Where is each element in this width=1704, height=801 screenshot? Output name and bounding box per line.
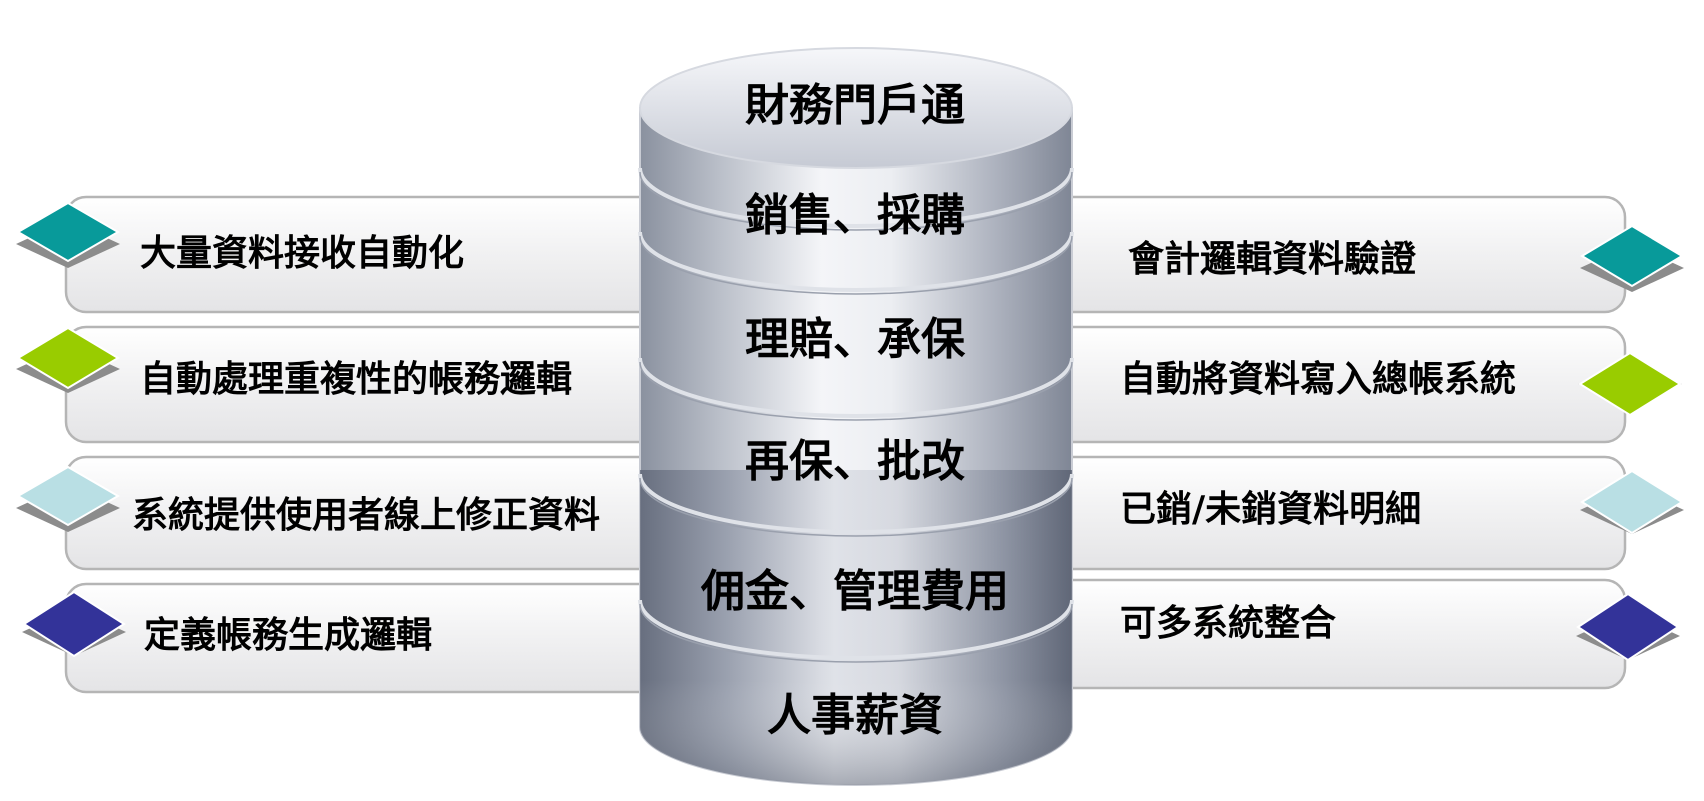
right-feature-label-3: 可多系統整合 [1120, 603, 1337, 644]
diamond-icon [1578, 351, 1682, 417]
layer-label-2: 理賠、承保 [745, 314, 965, 365]
layer-label-5: 人事薪資 [767, 690, 943, 741]
diamond-icon [1580, 469, 1684, 535]
left-diamonds [16, 201, 126, 658]
layer-label-4: 佣金、管理費用 [701, 566, 1009, 617]
diamond-icon [1580, 224, 1684, 292]
layer-label-1: 銷售、採購 [745, 190, 965, 241]
diamond-icon [1576, 592, 1680, 662]
database-cylinder [638, 47, 1074, 786]
right-feature-label-1: 自動將資料寫入總帳系統 [1120, 359, 1517, 400]
cylinder-top [639, 47, 1073, 169]
layer-label-0: 財務門戶通 [745, 80, 965, 131]
diamond-icon [16, 326, 120, 393]
right-feature-label-2: 已銷/未銷資料明細 [1120, 489, 1422, 530]
layer-label-3: 再保、批改 [745, 436, 965, 487]
diamond-icon [16, 465, 120, 532]
diamond-icon [16, 201, 120, 268]
diamond-icon [22, 590, 126, 658]
left-feature-label-0: 大量資料接收自動化 [140, 233, 465, 274]
right-feature-label-0: 會計邏輯資料驗證 [1128, 239, 1417, 280]
right-diamonds [1576, 224, 1684, 662]
left-feature-label-3: 定義帳務生成邏輯 [144, 615, 433, 656]
layer-separators [638, 167, 1074, 660]
left-feature-label-2: 系統提供使用者線上修正資料 [132, 495, 601, 536]
left-feature-label-1: 自動處理重複性的帳務邏輯 [140, 359, 573, 400]
